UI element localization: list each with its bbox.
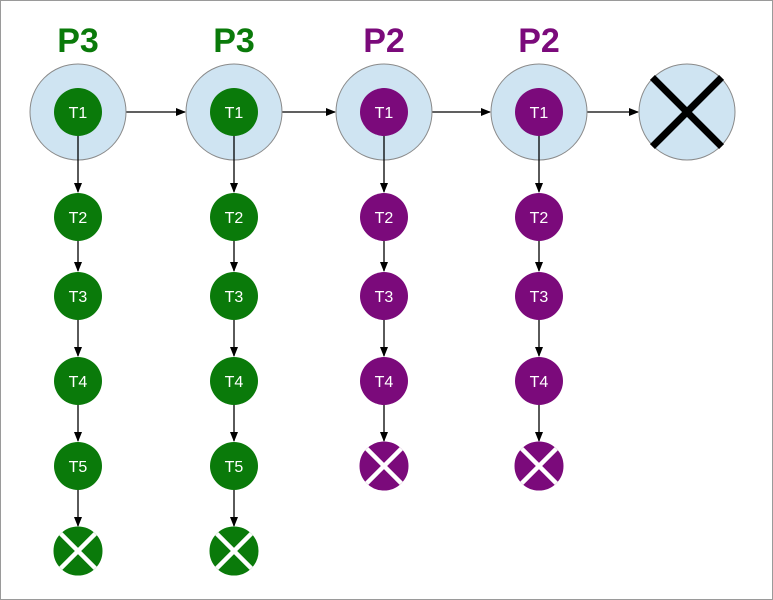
thread-label: T3 <box>375 289 394 306</box>
thread-label: T2 <box>69 210 88 227</box>
thread-label: T1 <box>69 105 88 122</box>
thread-label: T3 <box>225 289 244 306</box>
thread-node: T1 <box>515 88 563 136</box>
thread-label: T2 <box>375 210 394 227</box>
thread-node: T1 <box>54 88 102 136</box>
thread-label: T4 <box>530 374 549 391</box>
thread-label: T3 <box>530 289 549 306</box>
thread-node: T4 <box>210 357 258 405</box>
process-title: P2 <box>363 22 405 60</box>
process-title: P3 <box>57 22 99 60</box>
thread-label: T2 <box>225 210 244 227</box>
thread-end-x-cross-icon <box>53 526 103 576</box>
process-title: P2 <box>518 22 560 60</box>
thread-node: T3 <box>54 272 102 320</box>
thread-label: T5 <box>69 459 88 476</box>
thread-label: T5 <box>225 459 244 476</box>
thread-end-x-cross-icon <box>514 441 564 491</box>
thread-node: T5 <box>54 442 102 490</box>
thread-node: T3 <box>515 272 563 320</box>
thread-node: T3 <box>360 272 408 320</box>
thread-label: T2 <box>530 210 549 227</box>
thread-node: T2 <box>54 193 102 241</box>
thread-node: T1 <box>210 88 258 136</box>
thread-node: T5 <box>210 442 258 490</box>
thread-label: T1 <box>225 105 244 122</box>
thread-label: T1 <box>530 105 549 122</box>
thread-node: T3 <box>210 272 258 320</box>
thread-node: T2 <box>360 193 408 241</box>
thread-label: T1 <box>375 105 394 122</box>
thread-label: T3 <box>69 289 88 306</box>
thread-node: T4 <box>515 357 563 405</box>
thread-label: T4 <box>69 374 88 391</box>
thread-node: T4 <box>54 357 102 405</box>
thread-label: T4 <box>375 374 394 391</box>
thread-node: T1 <box>360 88 408 136</box>
thread-node: T2 <box>515 193 563 241</box>
thread-end-x-cross-icon <box>359 441 409 491</box>
thread-label: T4 <box>225 374 244 391</box>
thread-end-x-cross-icon <box>209 526 259 576</box>
terminal-x-cross-icon <box>638 63 736 161</box>
process-title: P3 <box>213 22 255 60</box>
thread-node: T2 <box>210 193 258 241</box>
thread-node: T4 <box>360 357 408 405</box>
